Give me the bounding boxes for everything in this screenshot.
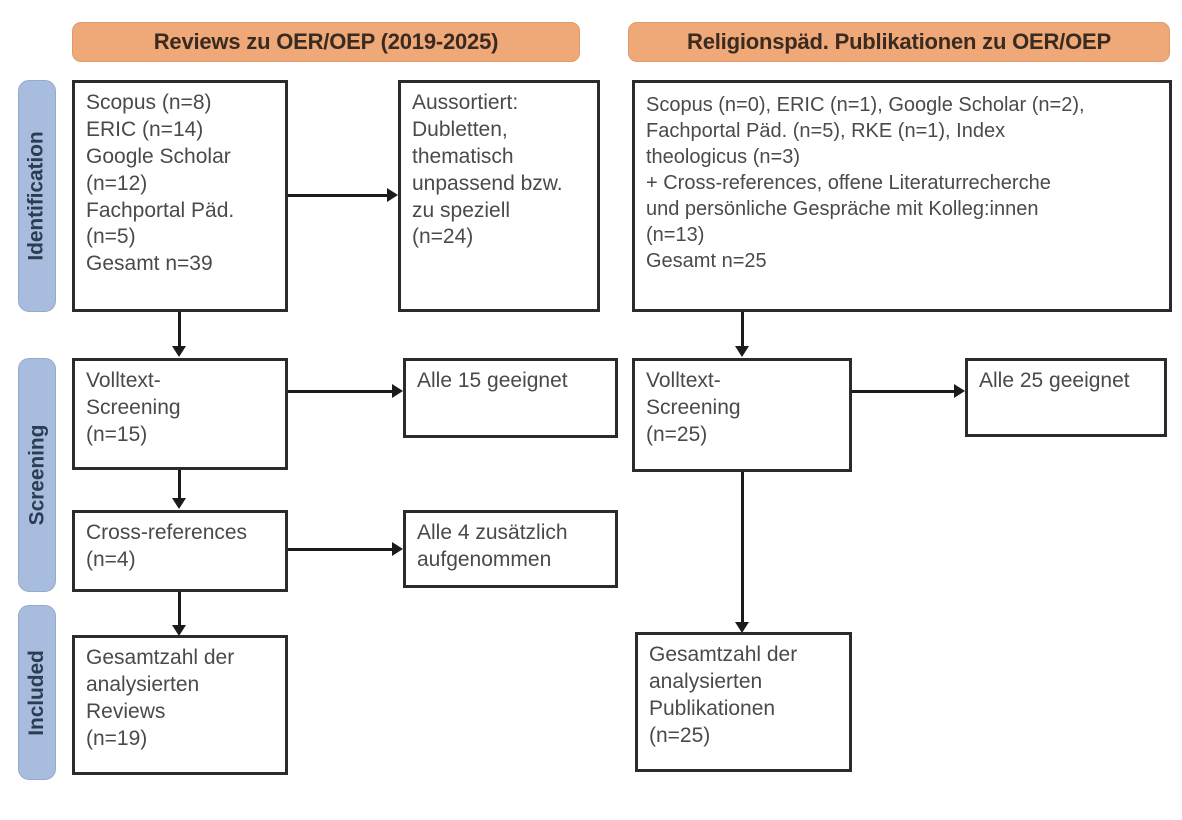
arrowhead-left-sources-to-fulltext — [172, 346, 186, 357]
connector-left-fulltext-to-crossrefs — [178, 470, 181, 498]
arrowhead-right-sources-to-fulltext — [735, 346, 749, 357]
stage-label-screening-text: Screening — [25, 424, 49, 526]
connector-left-fulltext-to-result — [288, 390, 392, 393]
stage-label-identification: Identification — [18, 80, 56, 312]
arrowhead-left-crossrefs-to-result — [392, 542, 403, 556]
connector-left-crossrefs-to-included — [178, 592, 181, 625]
connector-left-sources-to-excluded — [288, 194, 387, 197]
box-right-screening-fulltext-result: Alle 25 geeignet — [965, 358, 1167, 437]
box-right-included-total: Gesamtzahl der analysierten Publikatione… — [635, 632, 852, 772]
arrowhead-left-fulltext-to-result — [392, 384, 403, 398]
connector-left-sources-to-fulltext — [178, 312, 181, 346]
box-left-screening-crossrefs: Cross-references (n=4) — [72, 510, 288, 592]
stage-label-identification-text: Identification — [25, 131, 48, 261]
arrowhead-left-fulltext-to-crossrefs — [172, 498, 186, 509]
arrowhead-left-crossrefs-to-included — [172, 625, 186, 636]
box-left-identification-sources: Scopus (n=8) ERIC (n=14) Google Scholar … — [72, 80, 288, 312]
box-left-identification-excluded: Aussortiert: Dubletten, thematisch unpas… — [398, 80, 600, 312]
connector-right-sources-to-fulltext — [741, 312, 744, 346]
box-right-identification-sources: Scopus (n=0), ERIC (n=1), Google Scholar… — [632, 80, 1172, 312]
box-right-screening-fulltext: Volltext- Screening (n=25) — [632, 358, 852, 472]
column-header-reviews: Reviews zu OER/OEP (2019-2025) — [72, 22, 580, 62]
connector-right-fulltext-to-included — [741, 472, 744, 622]
arrowhead-left-sources-to-excluded — [387, 188, 398, 202]
connector-left-crossrefs-to-result — [288, 548, 392, 551]
arrowhead-right-fulltext-to-result — [954, 384, 965, 398]
stage-label-included-text: Included — [25, 649, 49, 736]
box-left-screening-fulltext-result: Alle 15 geeignet — [403, 358, 618, 438]
box-left-screening-fulltext: Volltext- Screening (n=15) — [72, 358, 288, 470]
connector-right-fulltext-to-result — [852, 390, 954, 393]
box-left-included-total: Gesamtzahl der analysierten Reviews (n=1… — [72, 635, 288, 775]
arrowhead-right-fulltext-to-included — [735, 622, 749, 633]
column-header-religionspaed: Religionspäd. Publikationen zu OER/OEP — [628, 22, 1170, 62]
box-left-screening-crossrefs-result: Alle 4 zusätzlich aufgenommen — [403, 510, 618, 588]
stage-label-included: Included — [18, 605, 56, 780]
stage-label-screening: Screening — [18, 358, 56, 592]
